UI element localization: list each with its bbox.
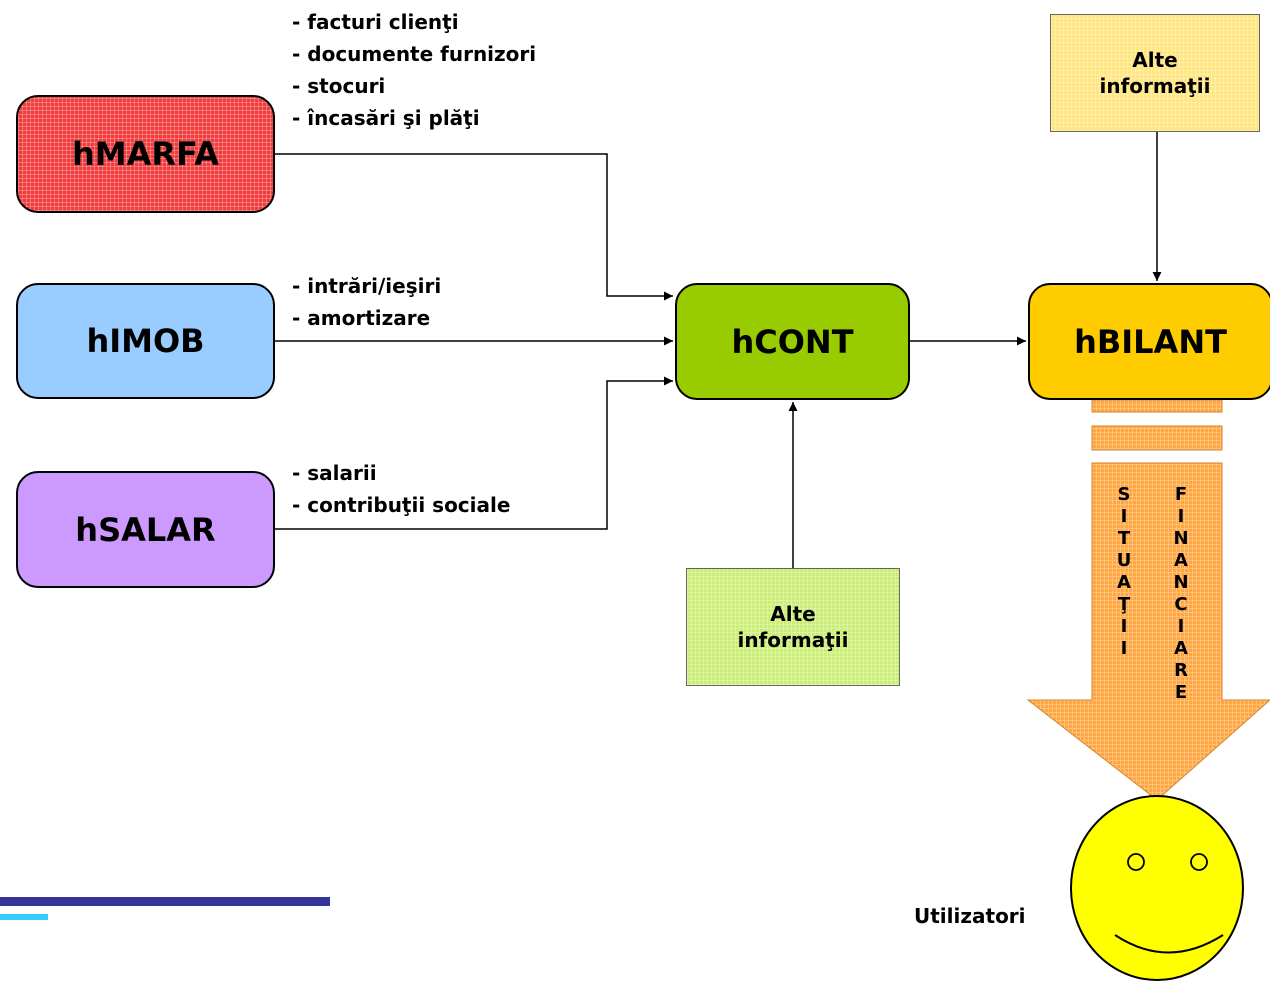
smiley-left-eye [1127, 853, 1145, 871]
hsalar-module-box: hSALAR [16, 471, 275, 588]
letter: N [1173, 572, 1189, 593]
marfa-to-cont-connector [275, 153, 673, 301]
hcont-module-box: hCONT [675, 283, 910, 400]
output-strip-2 [1091, 425, 1223, 451]
users-label: Utilizatori [914, 904, 1026, 928]
list-item: - stocuri [292, 74, 386, 98]
salar-to-cont-connector [275, 376, 673, 530]
letter: I [1120, 638, 1128, 659]
letter: I [1120, 616, 1128, 637]
letter: C [1174, 594, 1188, 615]
letter: S [1117, 484, 1131, 505]
letter: E [1174, 682, 1188, 703]
hmarfa-items-list: - facturi clienţi - documente furnizori … [292, 6, 536, 134]
note-mid-line-2: informaţii [737, 628, 849, 652]
hbilant-label: hBILANT [1074, 322, 1227, 361]
list-item: - contribuţii sociale [292, 493, 511, 517]
list-item: - amortizare [292, 306, 431, 330]
smiley-right-eye [1190, 853, 1208, 871]
other-info-note-mid: Alte informaţii [686, 568, 900, 686]
letter: R [1174, 660, 1188, 681]
note-top-line-2: informaţii [1099, 74, 1211, 98]
himob-items-list: - intrări/ieşiri - amortizare [292, 270, 441, 334]
letter: F [1174, 484, 1188, 505]
smiley-mouth [1114, 934, 1224, 954]
list-item: - documente furnizori [292, 42, 537, 66]
list-item: - facturi clienţi [292, 10, 459, 34]
himob-module-box: hIMOB [16, 283, 275, 399]
note-top-line-1: Alte [1132, 48, 1178, 72]
hbilant-module-box: hBILANT [1028, 283, 1270, 400]
letter: A [1174, 638, 1188, 659]
financial-statements-arrow [1026, 462, 1270, 801]
letter: T [1117, 528, 1131, 549]
letter: U [1116, 550, 1132, 571]
list-item: - încasări şi plăţi [292, 106, 480, 130]
letter: N [1173, 528, 1189, 549]
list-item: - salarii [292, 461, 377, 485]
vertical-word-financiare: F I N A N C I A R E [1169, 484, 1193, 704]
letter: A [1174, 550, 1188, 571]
letter: Ţ [1117, 594, 1131, 615]
hsalar-label: hSALAR [75, 510, 216, 549]
hcont-label: hCONT [731, 322, 854, 361]
smiley-face [1070, 795, 1244, 981]
list-item: - intrări/ieşiri [292, 274, 442, 298]
hmarfa-label: hMARFA [72, 135, 219, 173]
smiley-icon [1070, 795, 1244, 981]
hmarfa-module-box: hMARFA [16, 95, 275, 213]
letter: I [1120, 506, 1128, 527]
hsalar-items-list: - salarii - contribuţii sociale [292, 457, 510, 521]
output-strip-1 [1091, 399, 1223, 413]
himob-label: hIMOB [86, 322, 205, 360]
other-info-note-top: Alte informaţii [1050, 14, 1260, 132]
decorative-bar-cyan [0, 914, 48, 920]
letter: I [1177, 506, 1185, 527]
vertical-word-situatii: S I T U A Ţ I I [1112, 484, 1136, 660]
decorative-bar-navy [0, 897, 330, 906]
note-mid-line-1: Alte [770, 602, 816, 626]
letter: A [1117, 572, 1131, 593]
letter: I [1177, 616, 1185, 637]
